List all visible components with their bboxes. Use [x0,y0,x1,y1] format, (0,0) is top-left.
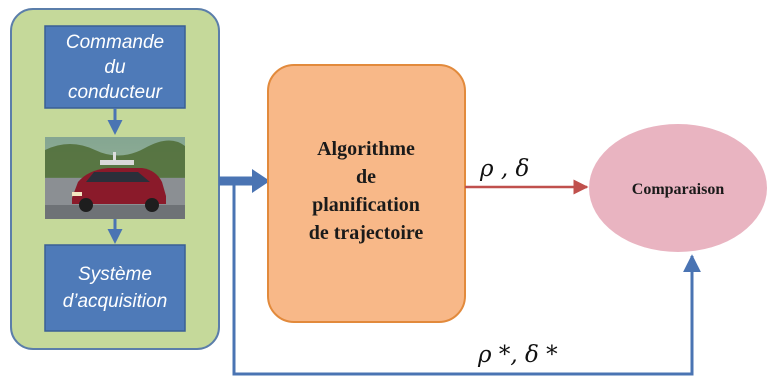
algorithm-line-4: de trajectoire [309,222,424,244]
comparison-label: Comparaison [632,181,725,198]
algorithm-block: Algorithme de planification de trajectoi… [267,64,466,323]
arrow-panel-to-algorithm-head [252,169,270,193]
algorithm-line-3: planification [312,194,420,216]
algorithm-line-1: Algorithme [317,138,415,160]
acquisition-system-line-1: Système [78,264,152,285]
vehicle-photo [45,137,185,219]
acquisition-system-block: Système d’acquisition [44,244,186,332]
computed-signal-label: ρ , δ [479,156,529,182]
driver-command-line-3: conducteur [68,82,163,103]
measured-signal-path [232,181,701,376]
acquisition-system-line-2: d’acquisition [63,291,168,312]
algorithm-line-2: de [356,166,376,188]
driver-command-line-2: du [104,57,126,78]
comparison-node [589,124,767,252]
driver-command-block: Commande du conducteur [44,25,186,109]
driver-command-line-1: Commande [66,32,164,53]
measured-signal-label: ρ *, δ * [477,342,558,368]
